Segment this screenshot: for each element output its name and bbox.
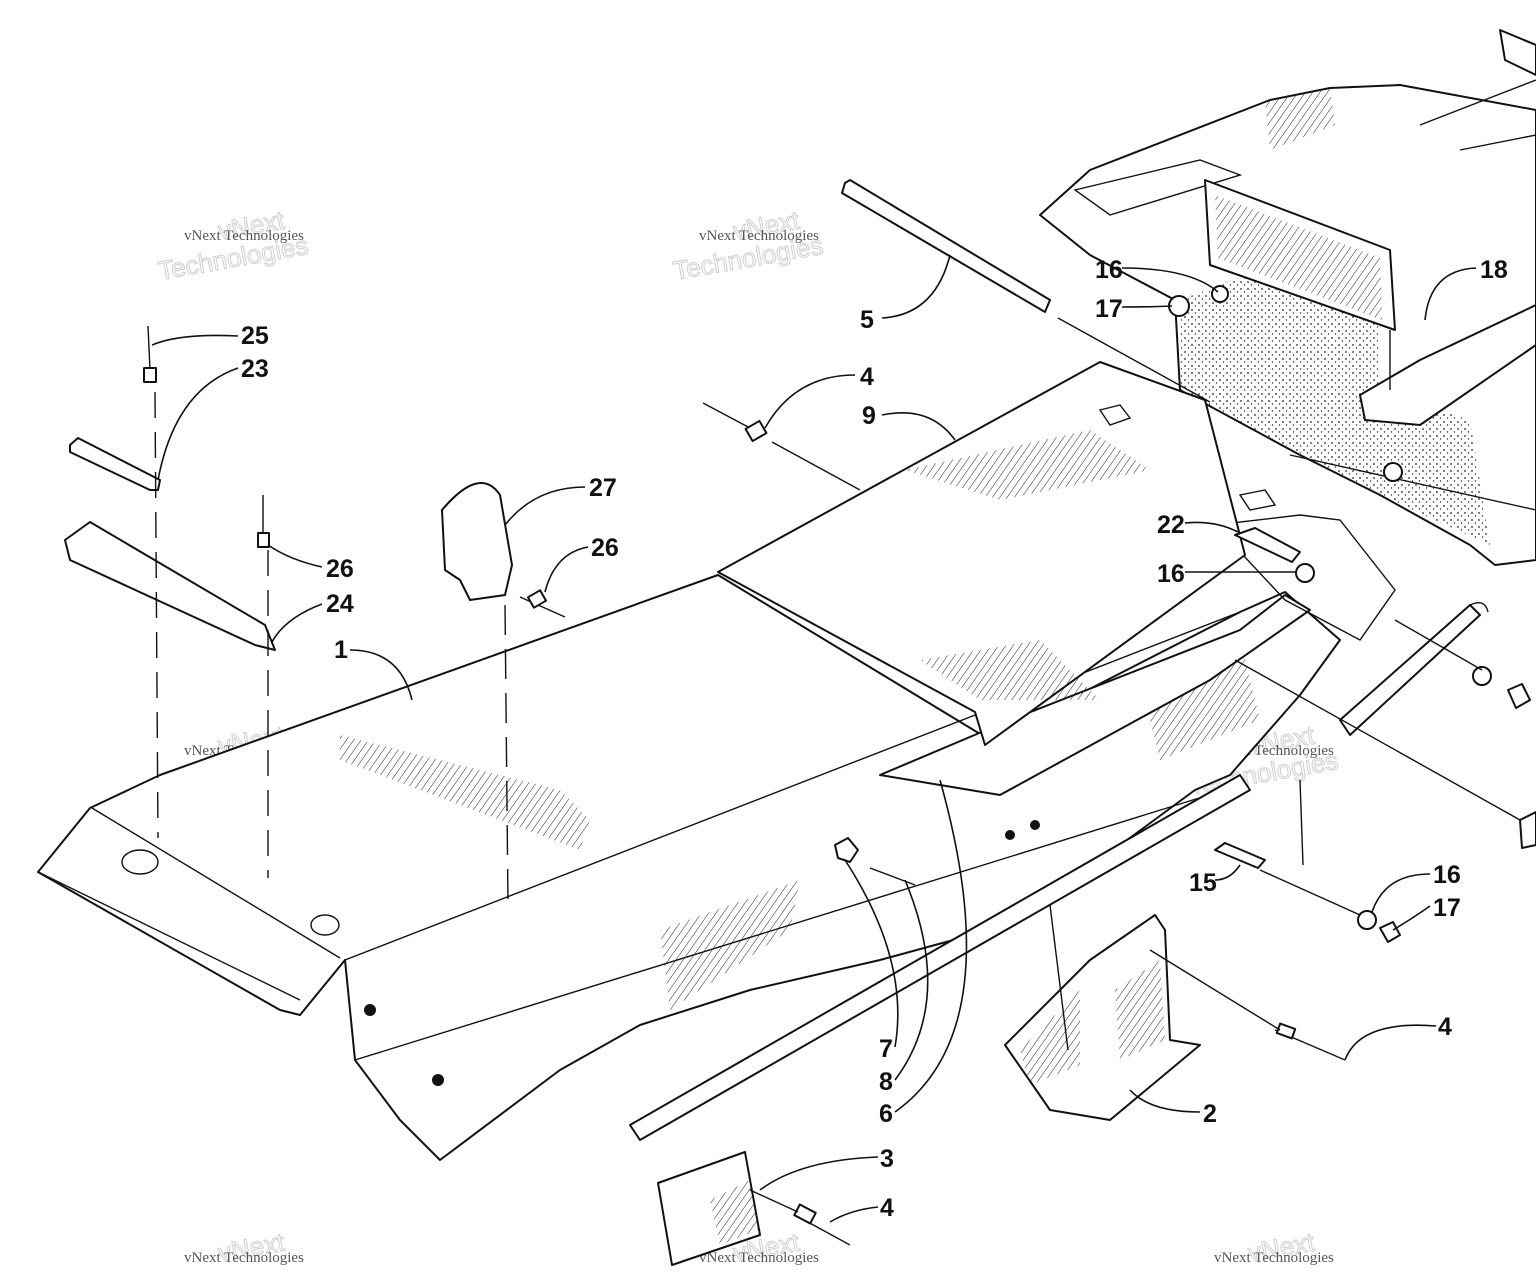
svg-text:vNext Technologies: vNext Technologies (1214, 1250, 1334, 1266)
watermark: vNext vNext Technologies (1214, 1226, 1334, 1268)
watermark: vNext vNext Technologies Technologies (155, 204, 311, 286)
tunnel-part-1 (37, 514, 1396, 1161)
callout-16: 16 (1157, 560, 1185, 588)
callout-26: 26 (591, 534, 619, 562)
rail-part-24 (64, 521, 276, 651)
callouts: 25 23 26 24 1 27 26 5 4 9 16 17 18 22 16… (241, 256, 1508, 1222)
svg-text:vNext Technologies: vNext Technologies (699, 228, 819, 244)
svg-text:vNext Technologies: vNext Technologies (699, 1250, 819, 1266)
top-plate-part-9 (717, 361, 1277, 746)
callout-1: 1 (334, 636, 348, 664)
callout-16: 16 (1433, 861, 1461, 889)
callout-9: 9 (862, 402, 876, 430)
callout-22: 22 (1157, 511, 1185, 539)
svg-text:vNext Technologies: vNext Technologies (184, 1250, 304, 1266)
callout-15: 15 (1189, 869, 1217, 897)
callout-2: 2 (1203, 1100, 1217, 1128)
watermark: vNext vNext Technologies (184, 1226, 304, 1268)
bracket-part-23 (69, 437, 161, 491)
callout-26: 26 (326, 555, 354, 583)
callout-8: 8 (879, 1068, 893, 1096)
callout-27: 27 (589, 474, 617, 502)
callout-4: 4 (860, 363, 874, 391)
callout-7: 7 (879, 1035, 893, 1063)
callout-4: 4 (1438, 1013, 1452, 1041)
fasteners (143, 285, 1536, 1246)
alignment-lines (154, 317, 1521, 1213)
callout-4: 4 (880, 1194, 894, 1222)
plate-part-2 (1004, 914, 1201, 1121)
callout-5: 5 (860, 306, 874, 334)
callout-18: 18 (1480, 256, 1508, 284)
leader-lines (151, 254, 1477, 1223)
callout-25: 25 (241, 322, 269, 350)
callout-17: 17 (1095, 295, 1123, 323)
callout-6: 6 (879, 1100, 893, 1128)
callout-3: 3 (880, 1145, 894, 1173)
callout-24: 24 (326, 590, 354, 618)
watermark: vNext vNext Technologies Technologies (670, 204, 826, 286)
axle-rod (1339, 602, 1489, 736)
callout-16: 16 (1095, 256, 1123, 284)
svg-text:vNext Technologies: vNext Technologies (184, 228, 304, 244)
strip-part-5 (841, 179, 1051, 313)
watermark: vNext vNext Technologies (699, 1226, 819, 1268)
callout-23: 23 (241, 355, 269, 383)
frame-assembly (1039, 29, 1536, 566)
callout-17: 17 (1433, 894, 1461, 922)
guard-part-27 (441, 482, 513, 601)
plate-part-3 (657, 1151, 761, 1266)
